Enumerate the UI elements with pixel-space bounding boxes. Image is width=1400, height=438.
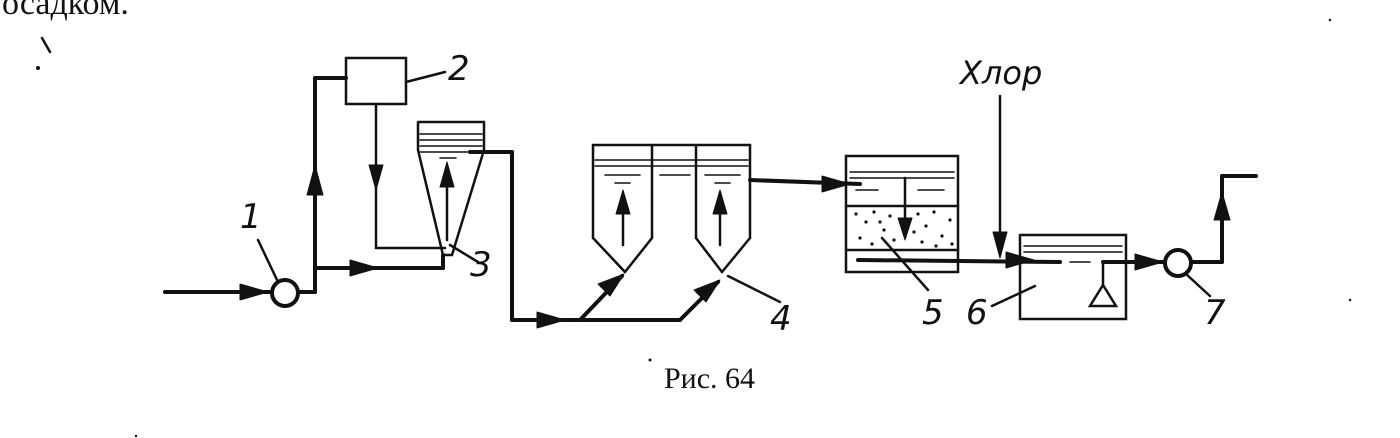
- label-2: 2: [448, 49, 470, 89]
- filter-sand-media: [854, 210, 954, 248]
- leader-7: [1184, 272, 1212, 298]
- figure-caption: Рис. 64: [664, 362, 755, 395]
- branch-to-reagent-box: [306, 76, 348, 270]
- pump-1: [270, 278, 300, 308]
- discharge-pipe: [1189, 174, 1258, 264]
- filter-5: [844, 154, 960, 274]
- label-6: 6: [966, 293, 988, 333]
- label-5: 5: [922, 293, 944, 333]
- settler-outlet-pipe: [748, 175, 862, 193]
- hydrocyclone-outlet-pipe: [468, 150, 682, 329]
- leader-6: [990, 284, 1037, 308]
- label-1: 1: [240, 197, 262, 237]
- intake-funnel-icon: [1087, 260, 1119, 308]
- chlorine-label: Хлор: [958, 54, 1042, 92]
- leader-1: [256, 238, 280, 284]
- feed-line-to-hydrocyclone: [313, 259, 445, 277]
- top-text-fragment: осадком.: [2, 0, 129, 22]
- chlorine-feed-line: [992, 94, 1008, 259]
- tank-outlet-pipe: [1101, 253, 1167, 271]
- label-3: 3: [470, 245, 492, 285]
- pump-outlet-pipe: [296, 266, 317, 294]
- leader-3: [448, 243, 480, 264]
- leader-5: [880, 236, 930, 292]
- pump-7: [1163, 248, 1193, 278]
- leader-2: [404, 70, 447, 84]
- leader-4: [726, 274, 782, 304]
- scan-specks: [36, 18, 1352, 438]
- label-4: 4: [770, 299, 792, 339]
- clean-water-tank-6: [1018, 233, 1128, 321]
- settler-feed-branches: [578, 273, 721, 322]
- reagent-dosing-line: [368, 102, 447, 250]
- settlers-4: [591, 143, 752, 274]
- reagent-box-2: [344, 56, 408, 106]
- inlet-pipe: [163, 283, 274, 301]
- label-7: 7: [1204, 293, 1226, 333]
